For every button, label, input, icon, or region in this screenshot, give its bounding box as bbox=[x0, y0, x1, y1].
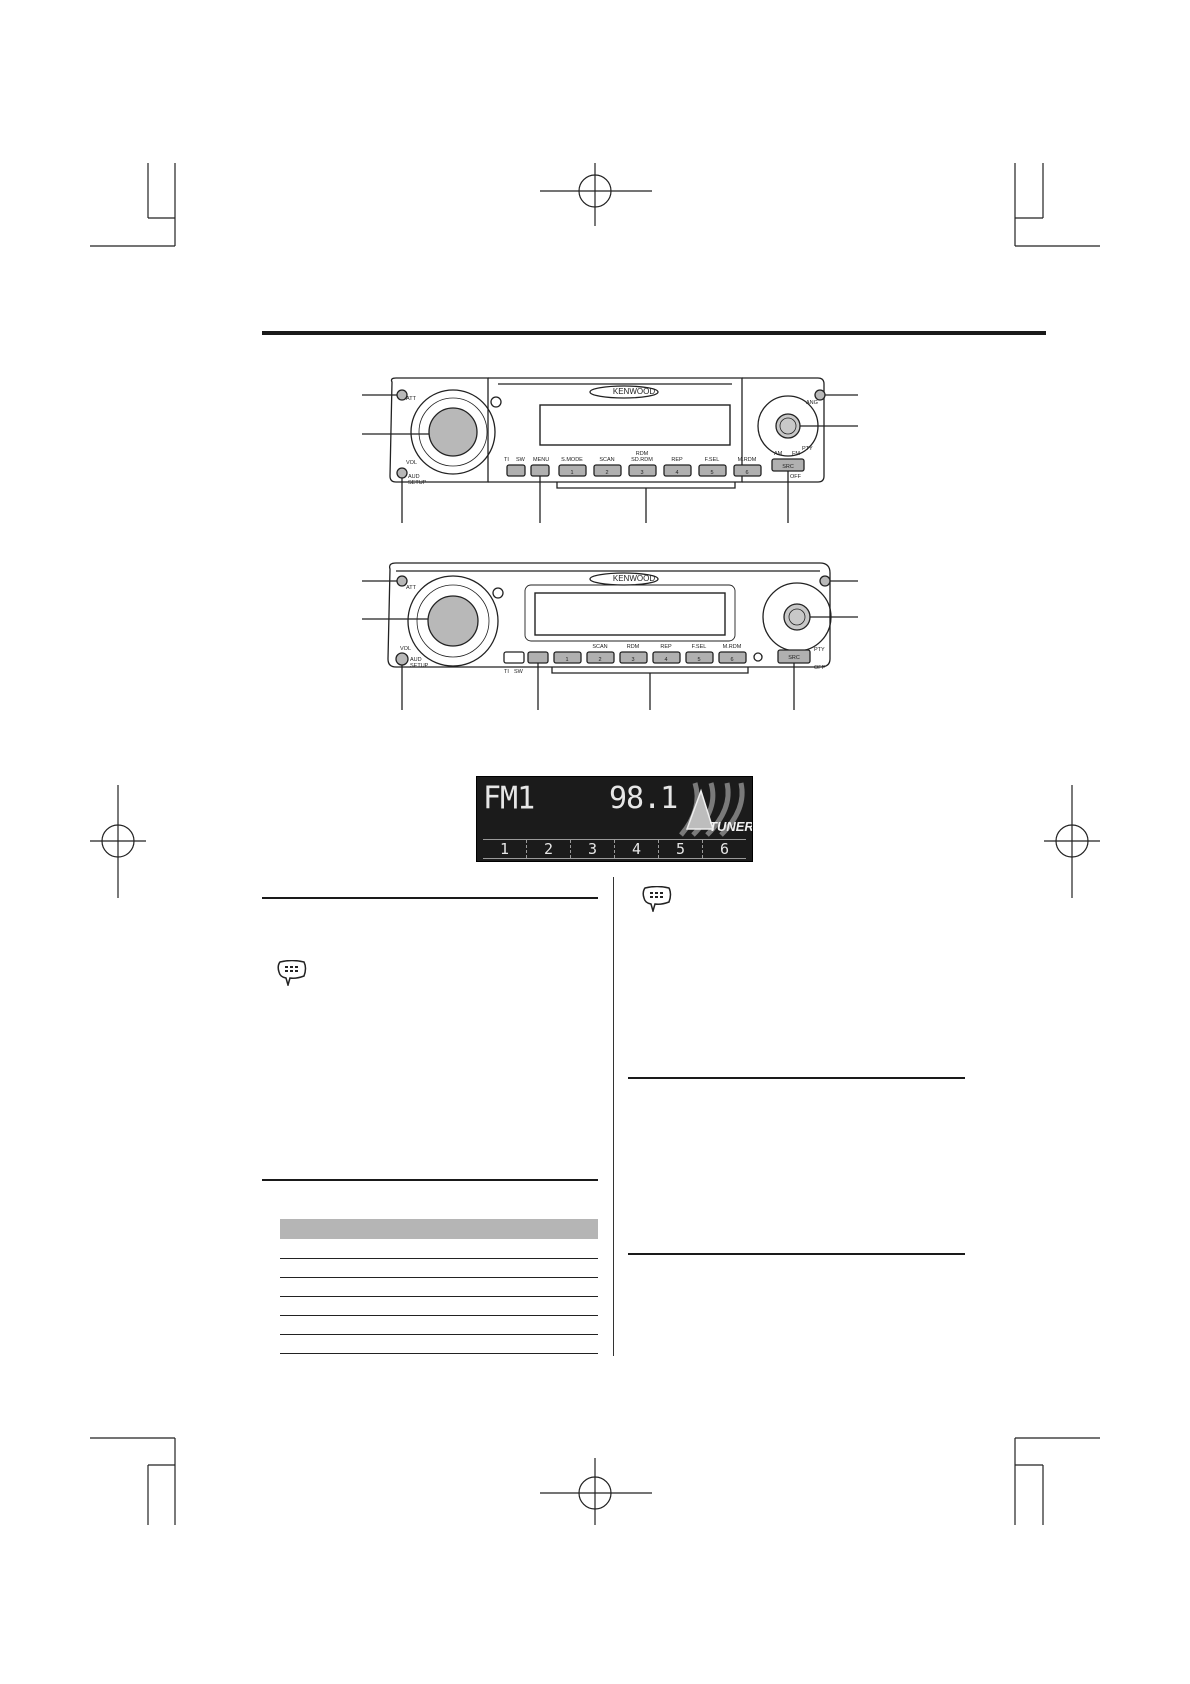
lcd-frequency: 98.1 bbox=[609, 781, 678, 816]
svg-text:PTY: PTY bbox=[814, 647, 825, 653]
svg-text:MENU: MENU bbox=[533, 457, 549, 463]
table-row bbox=[280, 1315, 598, 1335]
svg-text:5: 5 bbox=[710, 470, 713, 476]
svg-text:2: 2 bbox=[605, 470, 608, 476]
registration-mark-left bbox=[90, 785, 146, 898]
svg-text:S.MODE: S.MODE bbox=[561, 457, 583, 463]
svg-text:SRC: SRC bbox=[782, 464, 794, 470]
svg-text:ANG: ANG bbox=[806, 400, 818, 406]
svg-text:SETUP: SETUP bbox=[408, 480, 427, 486]
svg-text:FM: FM bbox=[792, 451, 800, 457]
svg-text:SRC: SRC bbox=[788, 655, 800, 661]
lcd-preset-strip: 1 2 3 4 5 6 bbox=[483, 839, 746, 859]
svg-text:1: 1 bbox=[565, 657, 568, 663]
table-row bbox=[280, 1277, 598, 1297]
svg-text:F.SEL: F.SEL bbox=[705, 457, 720, 463]
head-unit-illustration-bottom: KENWOOD ATT VOL AUD SETUP TI SW SCAN RDM… bbox=[362, 562, 858, 710]
svg-text:RDM: RDM bbox=[636, 451, 649, 457]
svg-text:TI: TI bbox=[504, 669, 509, 675]
svg-text:SCAN: SCAN bbox=[592, 644, 607, 650]
svg-text:SETUP: SETUP bbox=[410, 663, 429, 669]
table-row bbox=[280, 1334, 598, 1354]
column-divider bbox=[613, 877, 614, 1356]
svg-text:SW: SW bbox=[516, 457, 526, 463]
svg-text:REP: REP bbox=[671, 457, 683, 463]
svg-text:SCAN: SCAN bbox=[599, 457, 614, 463]
svg-text:AUD: AUD bbox=[408, 474, 420, 480]
svg-text:REP: REP bbox=[660, 644, 672, 650]
svg-text:3: 3 bbox=[631, 657, 634, 663]
svg-text:PTY: PTY bbox=[802, 446, 813, 452]
table-row bbox=[280, 1239, 598, 1259]
section-rule-left-2 bbox=[262, 1179, 598, 1181]
svg-text:1: 1 bbox=[570, 470, 573, 476]
svg-text:F.SEL: F.SEL bbox=[692, 644, 707, 650]
section-rule-right-1 bbox=[628, 1077, 965, 1079]
svg-text:ATT: ATT bbox=[406, 585, 417, 591]
svg-text:SD.RDM: SD.RDM bbox=[631, 457, 653, 463]
svg-text:5: 5 bbox=[697, 657, 700, 663]
lcd-preset: 1 bbox=[483, 840, 527, 858]
svg-text:2: 2 bbox=[598, 657, 601, 663]
table-header-bar bbox=[280, 1219, 598, 1239]
svg-text:M.RDM: M.RDM bbox=[738, 457, 757, 463]
brand-logo-2: KENWOOD bbox=[613, 574, 655, 583]
section-rule-left-1 bbox=[262, 897, 598, 899]
registration-mark-bottom bbox=[540, 1458, 652, 1525]
svg-text:SW: SW bbox=[514, 669, 524, 675]
lcd-preset: 4 bbox=[615, 840, 659, 858]
svg-text:3: 3 bbox=[640, 470, 643, 476]
tuner-wave-graphic bbox=[679, 782, 745, 837]
svg-text:TI: TI bbox=[504, 457, 509, 463]
svg-text:4: 4 bbox=[675, 470, 678, 476]
svg-text:6: 6 bbox=[745, 470, 748, 476]
table-row bbox=[280, 1296, 598, 1316]
svg-text:AM: AM bbox=[774, 451, 783, 457]
lcd-preset: 5 bbox=[659, 840, 703, 858]
lcd-source-label: TUNER bbox=[709, 819, 753, 834]
svg-text:M.RDM: M.RDM bbox=[723, 644, 742, 650]
lcd-display: FM1 98.1 TUNER 1 2 3 4 5 6 bbox=[476, 776, 753, 862]
svg-text:VOL: VOL bbox=[400, 646, 411, 652]
registration-mark-top bbox=[540, 163, 652, 226]
header-rule bbox=[262, 331, 1046, 335]
section-rule-right-2 bbox=[628, 1253, 965, 1255]
lcd-preset: 2 bbox=[527, 840, 571, 858]
note-icon bbox=[277, 960, 307, 986]
registration-mark-right bbox=[1044, 785, 1100, 898]
lcd-preset: 6 bbox=[719, 840, 730, 858]
svg-text:6: 6 bbox=[730, 657, 733, 663]
svg-text:OFF: OFF bbox=[790, 474, 802, 480]
lcd-band: FM1 bbox=[483, 780, 535, 817]
svg-text:4: 4 bbox=[664, 657, 667, 663]
svg-text:ATT: ATT bbox=[406, 396, 417, 402]
svg-text:VOL: VOL bbox=[406, 460, 417, 466]
svg-text:AUD: AUD bbox=[410, 657, 422, 663]
svg-text:OFF: OFF bbox=[814, 665, 826, 671]
brand-logo: KENWOOD bbox=[613, 387, 655, 396]
lcd-preset: 3 bbox=[571, 840, 615, 858]
svg-text:RDM: RDM bbox=[627, 644, 640, 650]
table-row bbox=[280, 1258, 598, 1278]
note-icon bbox=[642, 886, 672, 912]
head-unit-illustration-top: KENWOOD ATT VOL AUD SETUP TI SW MENU S.M… bbox=[362, 377, 858, 523]
